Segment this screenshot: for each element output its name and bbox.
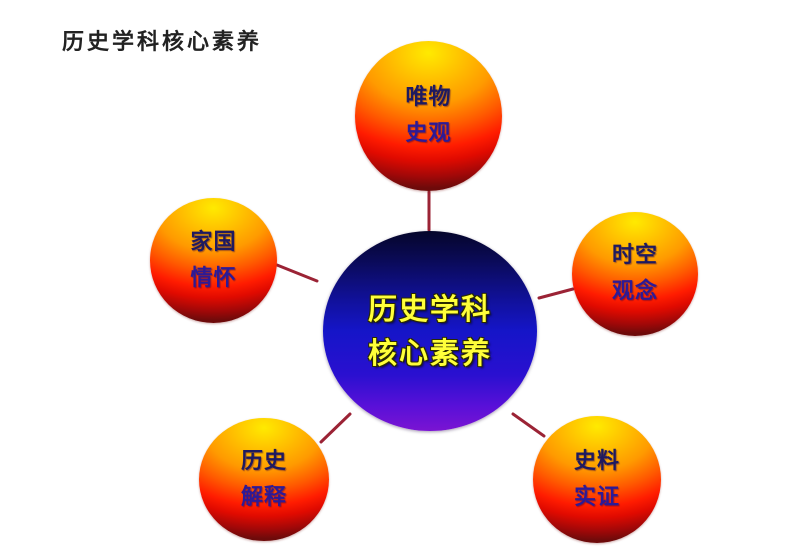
page-title: 历史学科核心素养 [62,30,263,55]
node-label-line2: 史观 [405,121,452,146]
node-patriotism: 家国 情怀 [150,198,277,323]
center-label-line2: 核心素养 [367,336,492,370]
node-interpretation: 历史 解释 [199,418,329,541]
node-label-line2: 情怀 [190,265,237,291]
node-materialism: 唯物 史观 [355,41,502,191]
node-label-line1: 史料 [573,448,620,474]
node-label-line2: 实证 [573,484,620,510]
center-label-line1: 历史学科 [367,292,492,326]
connector-right [537,287,575,300]
connector-left [275,263,319,283]
connector-bottom-right [511,412,546,438]
node-label-line1: 历史 [240,448,287,474]
node-label-line1: 时空 [611,243,658,268]
center-node: 历史学科 核心素养 [323,231,537,431]
node-label-line1: 家国 [190,229,237,255]
node-label-line2: 观念 [611,279,658,304]
node-label-line2: 解释 [240,484,287,510]
node-space-time: 时空 观念 [572,212,698,336]
node-label-line1: 唯物 [405,85,452,110]
node-evidence: 史料 实证 [533,416,661,543]
connector-bottom-left [319,412,352,444]
